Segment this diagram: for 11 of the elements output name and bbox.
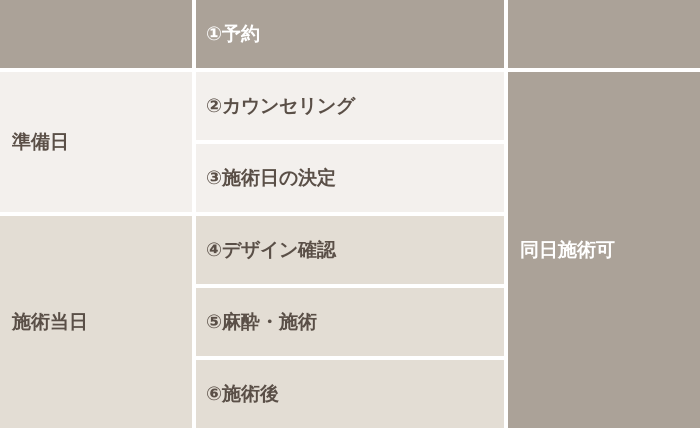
row-header-cell: 施術当日 xyxy=(0,216,192,428)
step-cell: ⑥施術後 xyxy=(196,360,504,428)
header-cell xyxy=(508,0,700,68)
header-cell xyxy=(0,0,192,68)
step-cell: ④デザイン確認 xyxy=(196,216,504,284)
step-cell: ②カウンセリング xyxy=(196,72,504,140)
step-cell: ⑤麻酔・施術 xyxy=(196,288,504,356)
table-header-cell: ①予約 xyxy=(196,0,504,68)
step-cell: ③施術日の決定 xyxy=(196,144,504,212)
note-cell: 同日施術可 xyxy=(508,72,700,428)
row-header-cell: 準備日 xyxy=(0,72,192,212)
